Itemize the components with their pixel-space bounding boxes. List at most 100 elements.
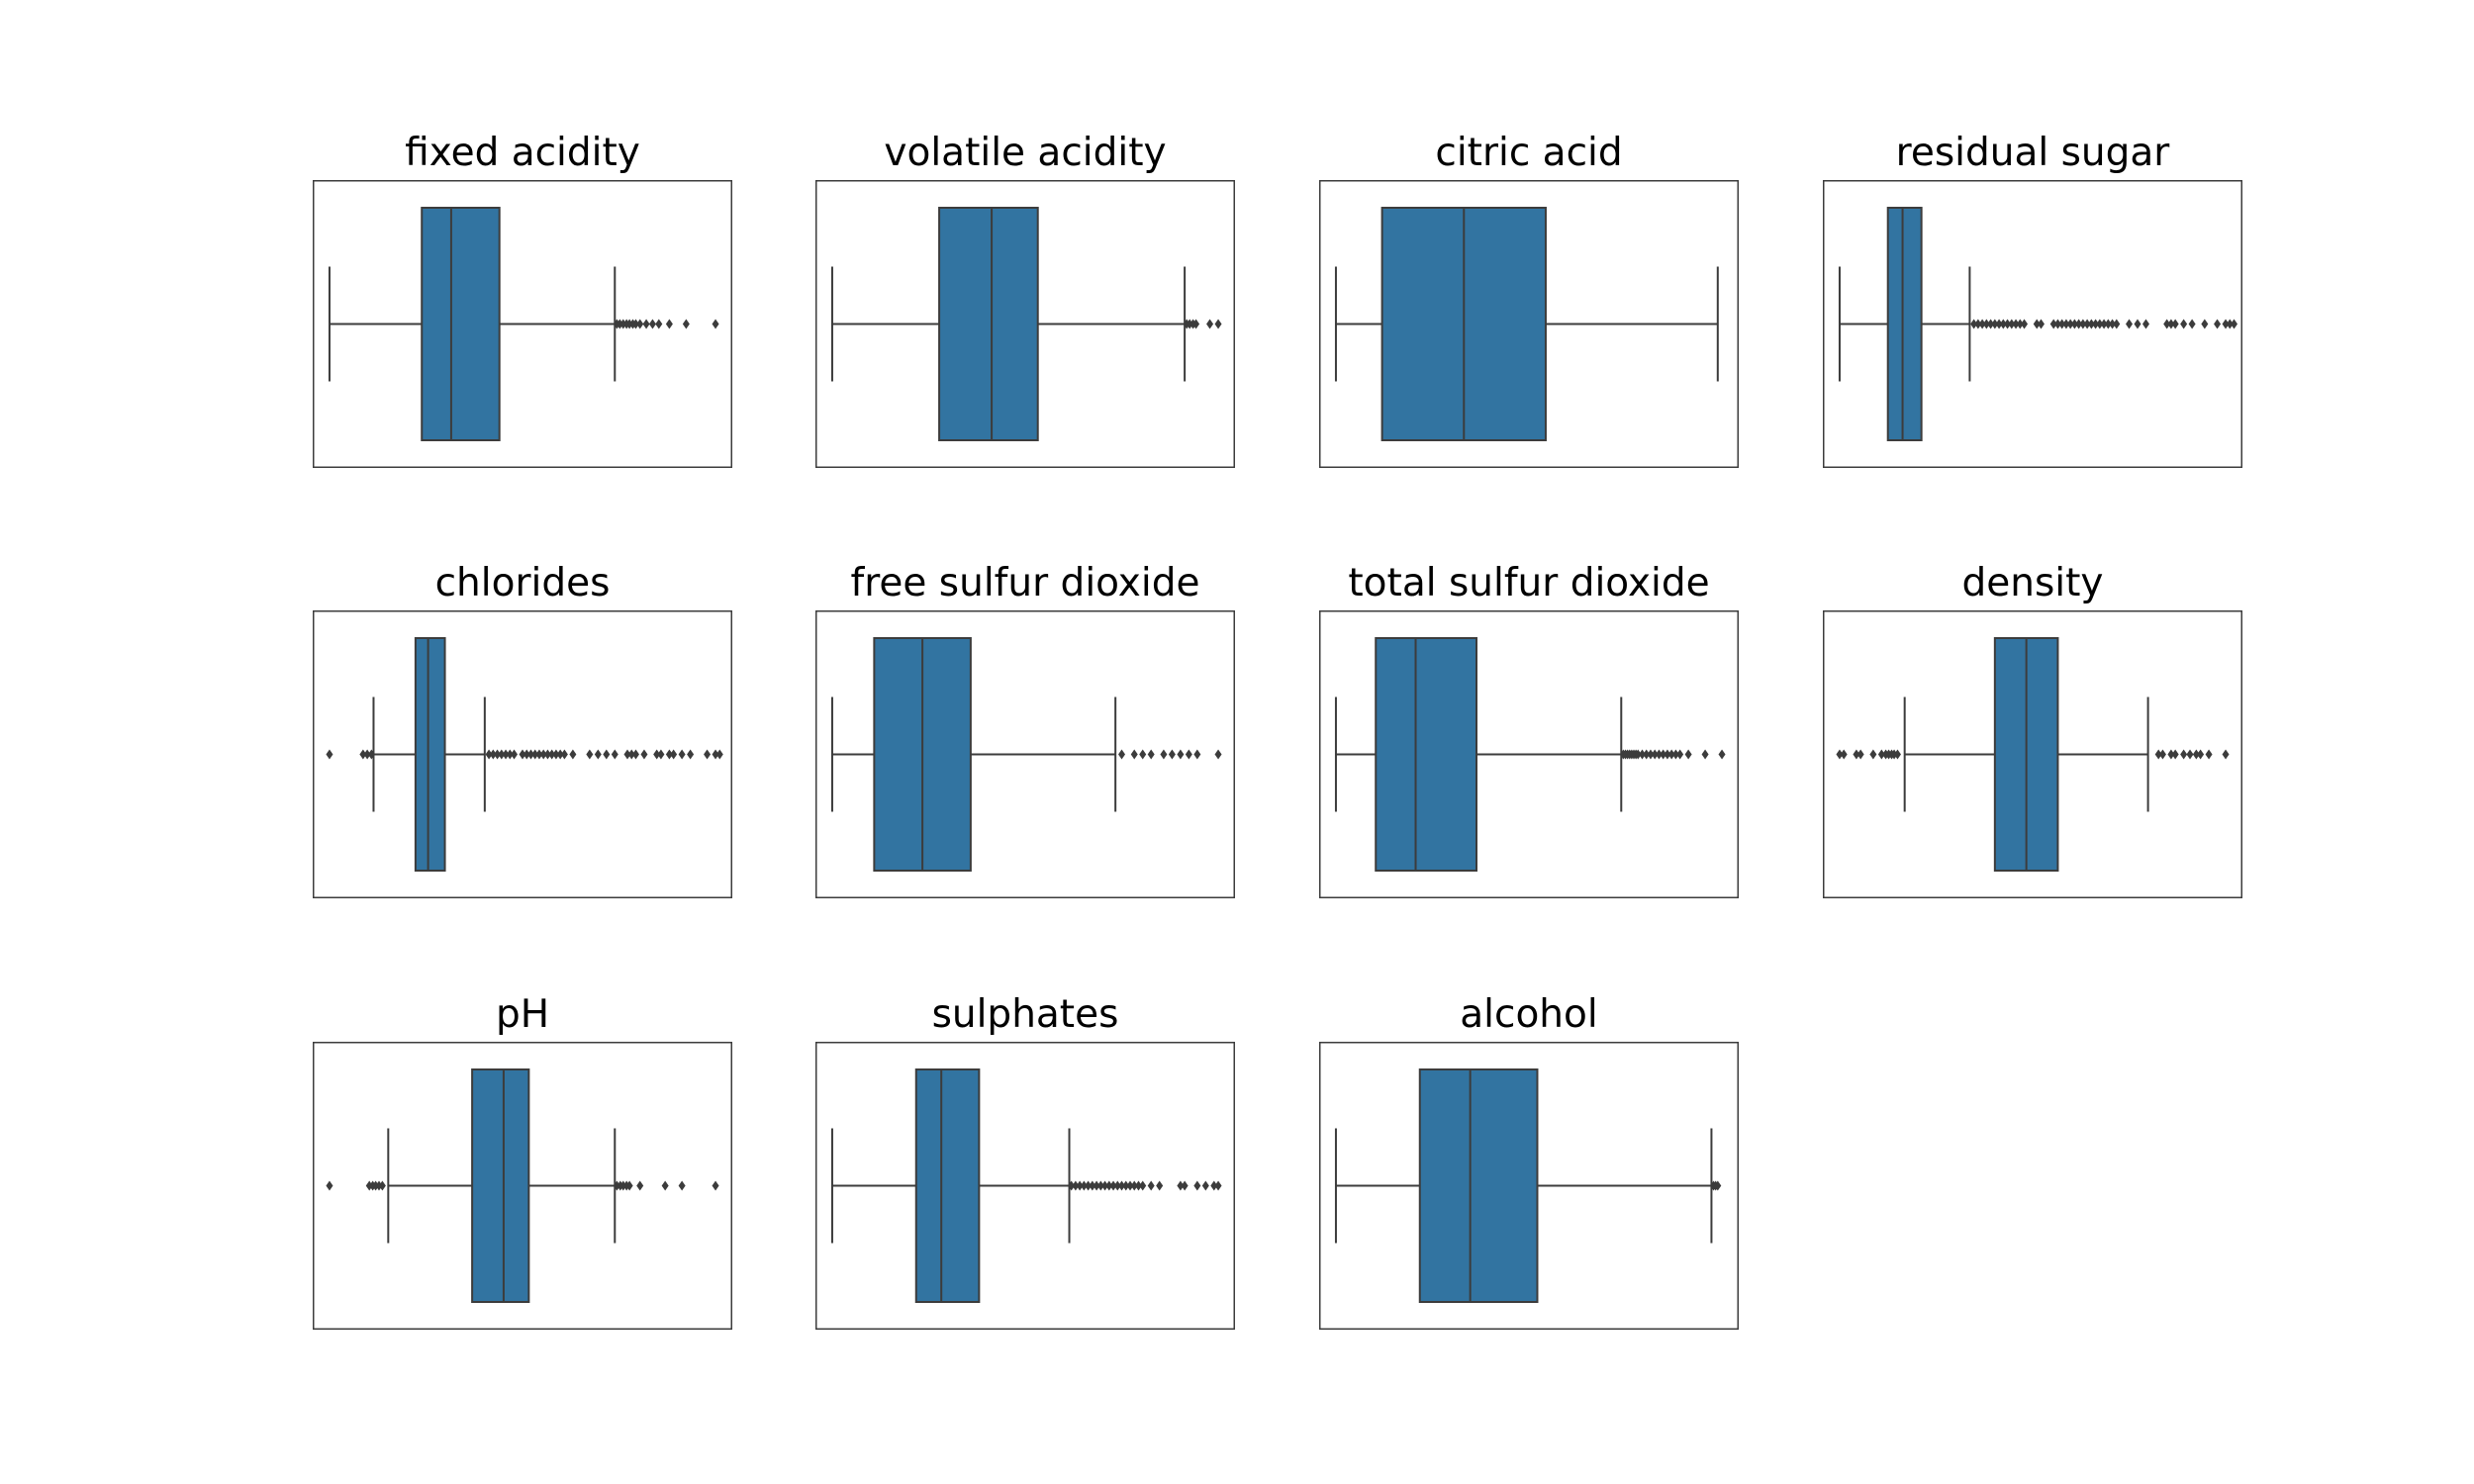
outlier-point <box>2197 749 2205 760</box>
outlier-point <box>2016 319 2024 329</box>
outlier-point <box>1072 1180 1080 1191</box>
outlier-point <box>2186 749 2194 760</box>
axes-frame <box>815 180 1235 468</box>
outlier-point <box>625 1180 633 1191</box>
outlier-point <box>1139 1180 1147 1191</box>
outlier-point <box>1840 749 1848 760</box>
outlier-point <box>2201 319 2209 329</box>
outlier-point <box>1869 749 1877 760</box>
outlier-point <box>715 749 723 760</box>
outlier-point <box>1168 749 1176 760</box>
boxplot-panel: citric acid <box>1319 131 1739 468</box>
outlier-point <box>502 749 510 760</box>
outlier-point <box>523 749 530 760</box>
boxplot-panel: free sulfur dioxide <box>815 561 1235 898</box>
outlier-point <box>603 749 611 760</box>
panel-title: chlorides <box>434 561 611 605</box>
panel-title: residual sugar <box>1895 131 2170 175</box>
outlier-point <box>1836 749 1844 760</box>
outlier-point <box>1655 749 1663 760</box>
plot-area <box>313 180 732 468</box>
outlier-point <box>539 749 547 760</box>
outlier-point <box>2180 319 2188 329</box>
iqr-box <box>1418 1068 1539 1303</box>
outlier-point <box>1856 749 1864 760</box>
plot-area <box>1823 610 2242 898</box>
outlier-point <box>326 1180 333 1191</box>
plot-area <box>815 610 1235 898</box>
outlier-point <box>543 749 551 760</box>
plot-area <box>815 180 1235 468</box>
outlier-point <box>506 749 514 760</box>
outlier-point <box>367 749 375 760</box>
outlier-point <box>2167 319 2175 329</box>
outlier-point <box>2163 319 2171 329</box>
axes-frame <box>1319 1042 1739 1330</box>
outlier-point <box>623 749 631 760</box>
outlier-point <box>2037 319 2045 329</box>
plot-area <box>313 610 732 898</box>
outlier-point <box>2109 319 2117 329</box>
outlier-point <box>665 319 673 329</box>
iqr-box <box>914 1068 981 1303</box>
outlier-point <box>2062 319 2070 329</box>
outlier-point <box>1160 749 1168 760</box>
outlier-point <box>1177 749 1185 760</box>
outlier-point <box>687 749 695 760</box>
outlier-point <box>712 1180 719 1191</box>
outlier-point <box>594 749 602 760</box>
axes-frame <box>313 180 732 468</box>
panel-title: citric acid <box>1435 131 1623 175</box>
outlier-point <box>326 749 333 760</box>
boxplot-panel: alcohol <box>1319 992 1739 1330</box>
outlier-point <box>1201 1180 1209 1191</box>
axes-frame <box>1823 610 2242 898</box>
outlier-point <box>665 749 673 760</box>
outlier-point <box>2004 319 2012 329</box>
axes-frame <box>1319 180 1739 468</box>
outlier-point <box>631 749 639 760</box>
outlier-point <box>1181 1180 1189 1191</box>
outlier-point <box>2070 319 2078 329</box>
outlier-point <box>511 749 519 760</box>
outlier-point <box>1701 749 1709 760</box>
outlier-point <box>2053 319 2061 329</box>
outlier-point <box>1147 749 1155 760</box>
outlier-point <box>378 1180 386 1191</box>
boxplot-panel: pH <box>313 992 732 1330</box>
outlier-point <box>2113 319 2121 329</box>
outlier-point <box>2021 319 2029 329</box>
outlier-point <box>1214 1180 1222 1191</box>
outlier-point <box>1134 1180 1142 1191</box>
axes-frame <box>1823 180 2242 468</box>
outlier-point <box>2079 319 2087 329</box>
outlier-point <box>1638 749 1646 760</box>
outlier-point <box>712 749 719 760</box>
plot-area <box>1319 610 1739 898</box>
outlier-point <box>2100 319 2108 329</box>
outlier-point <box>1660 749 1667 760</box>
plot-area <box>1319 180 1739 468</box>
outlier-point <box>526 749 534 760</box>
outlier-point <box>1643 749 1651 760</box>
outlier-point <box>552 749 560 760</box>
outlier-point <box>611 749 618 760</box>
outlier-point <box>2058 319 2066 329</box>
outlier-point <box>586 749 594 760</box>
outlier-point <box>1192 319 1200 329</box>
outlier-point <box>535 749 543 760</box>
outlier-point <box>2188 319 2196 329</box>
outlier-point <box>1634 749 1642 760</box>
panel-title: pH <box>495 992 550 1037</box>
outlier-point <box>1982 319 1990 329</box>
iqr-box <box>421 207 501 441</box>
outlier-point <box>1667 749 1675 760</box>
panel-title: total sulfur dioxide <box>1348 561 1710 605</box>
panel-title: alcohol <box>1460 992 1598 1037</box>
outlier-point <box>2222 319 2230 329</box>
outlier-point <box>1210 1180 1218 1191</box>
outlier-point <box>1130 1180 1138 1191</box>
outlier-point <box>642 319 650 329</box>
outlier-point <box>657 749 665 760</box>
